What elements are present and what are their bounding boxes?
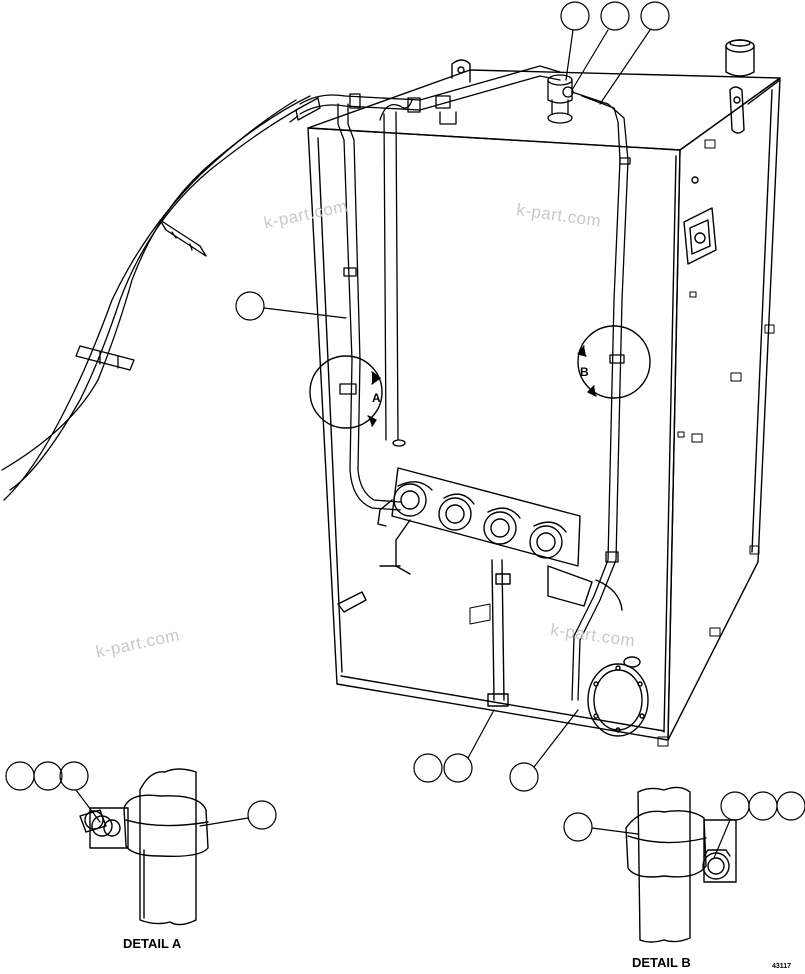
callout-balloon <box>247 800 277 830</box>
callout-balloon <box>235 291 265 321</box>
view-b-indicator <box>577 325 651 399</box>
filter-4 <box>529 521 567 559</box>
lower-pipe <box>469 559 511 707</box>
callout-balloon <box>748 791 778 821</box>
filter-3 <box>483 507 521 545</box>
callout-balloon <box>443 753 473 783</box>
callouts <box>5 1 805 859</box>
level-gauge <box>683 176 717 265</box>
callout-balloon <box>560 1 590 31</box>
detail-b <box>625 786 737 943</box>
figure-number: 43117 <box>772 963 792 970</box>
filler-cap <box>725 39 781 134</box>
brackets <box>337 565 623 613</box>
access-cover <box>587 656 649 737</box>
callout-balloon <box>509 762 539 792</box>
filter-1 <box>393 481 433 517</box>
tank-body <box>307 69 781 741</box>
filter-2 <box>438 493 475 531</box>
piping <box>1 65 631 701</box>
callout-balloon <box>5 761 35 791</box>
callout-balloon <box>563 812 593 842</box>
detail-a <box>79 768 209 926</box>
callout-balloon <box>600 1 630 31</box>
callout-balloon <box>640 1 670 31</box>
detail-b-caption: DETAIL B <box>632 955 691 970</box>
callout-balloon <box>59 761 89 791</box>
callout-balloon <box>413 753 443 783</box>
view-b-letter: B <box>580 365 589 379</box>
callout-balloon <box>33 761 63 791</box>
lifting-eye <box>451 59 471 83</box>
view-a-letter: A <box>372 391 381 405</box>
filter-manifold <box>377 467 581 575</box>
callout-balloon <box>720 791 750 821</box>
side-tabs <box>657 139 775 747</box>
detail-a-caption: DETAIL A <box>123 936 182 951</box>
callout-balloon <box>776 791 805 821</box>
top-valve <box>547 74 574 124</box>
view-a-indicator <box>309 355 383 429</box>
